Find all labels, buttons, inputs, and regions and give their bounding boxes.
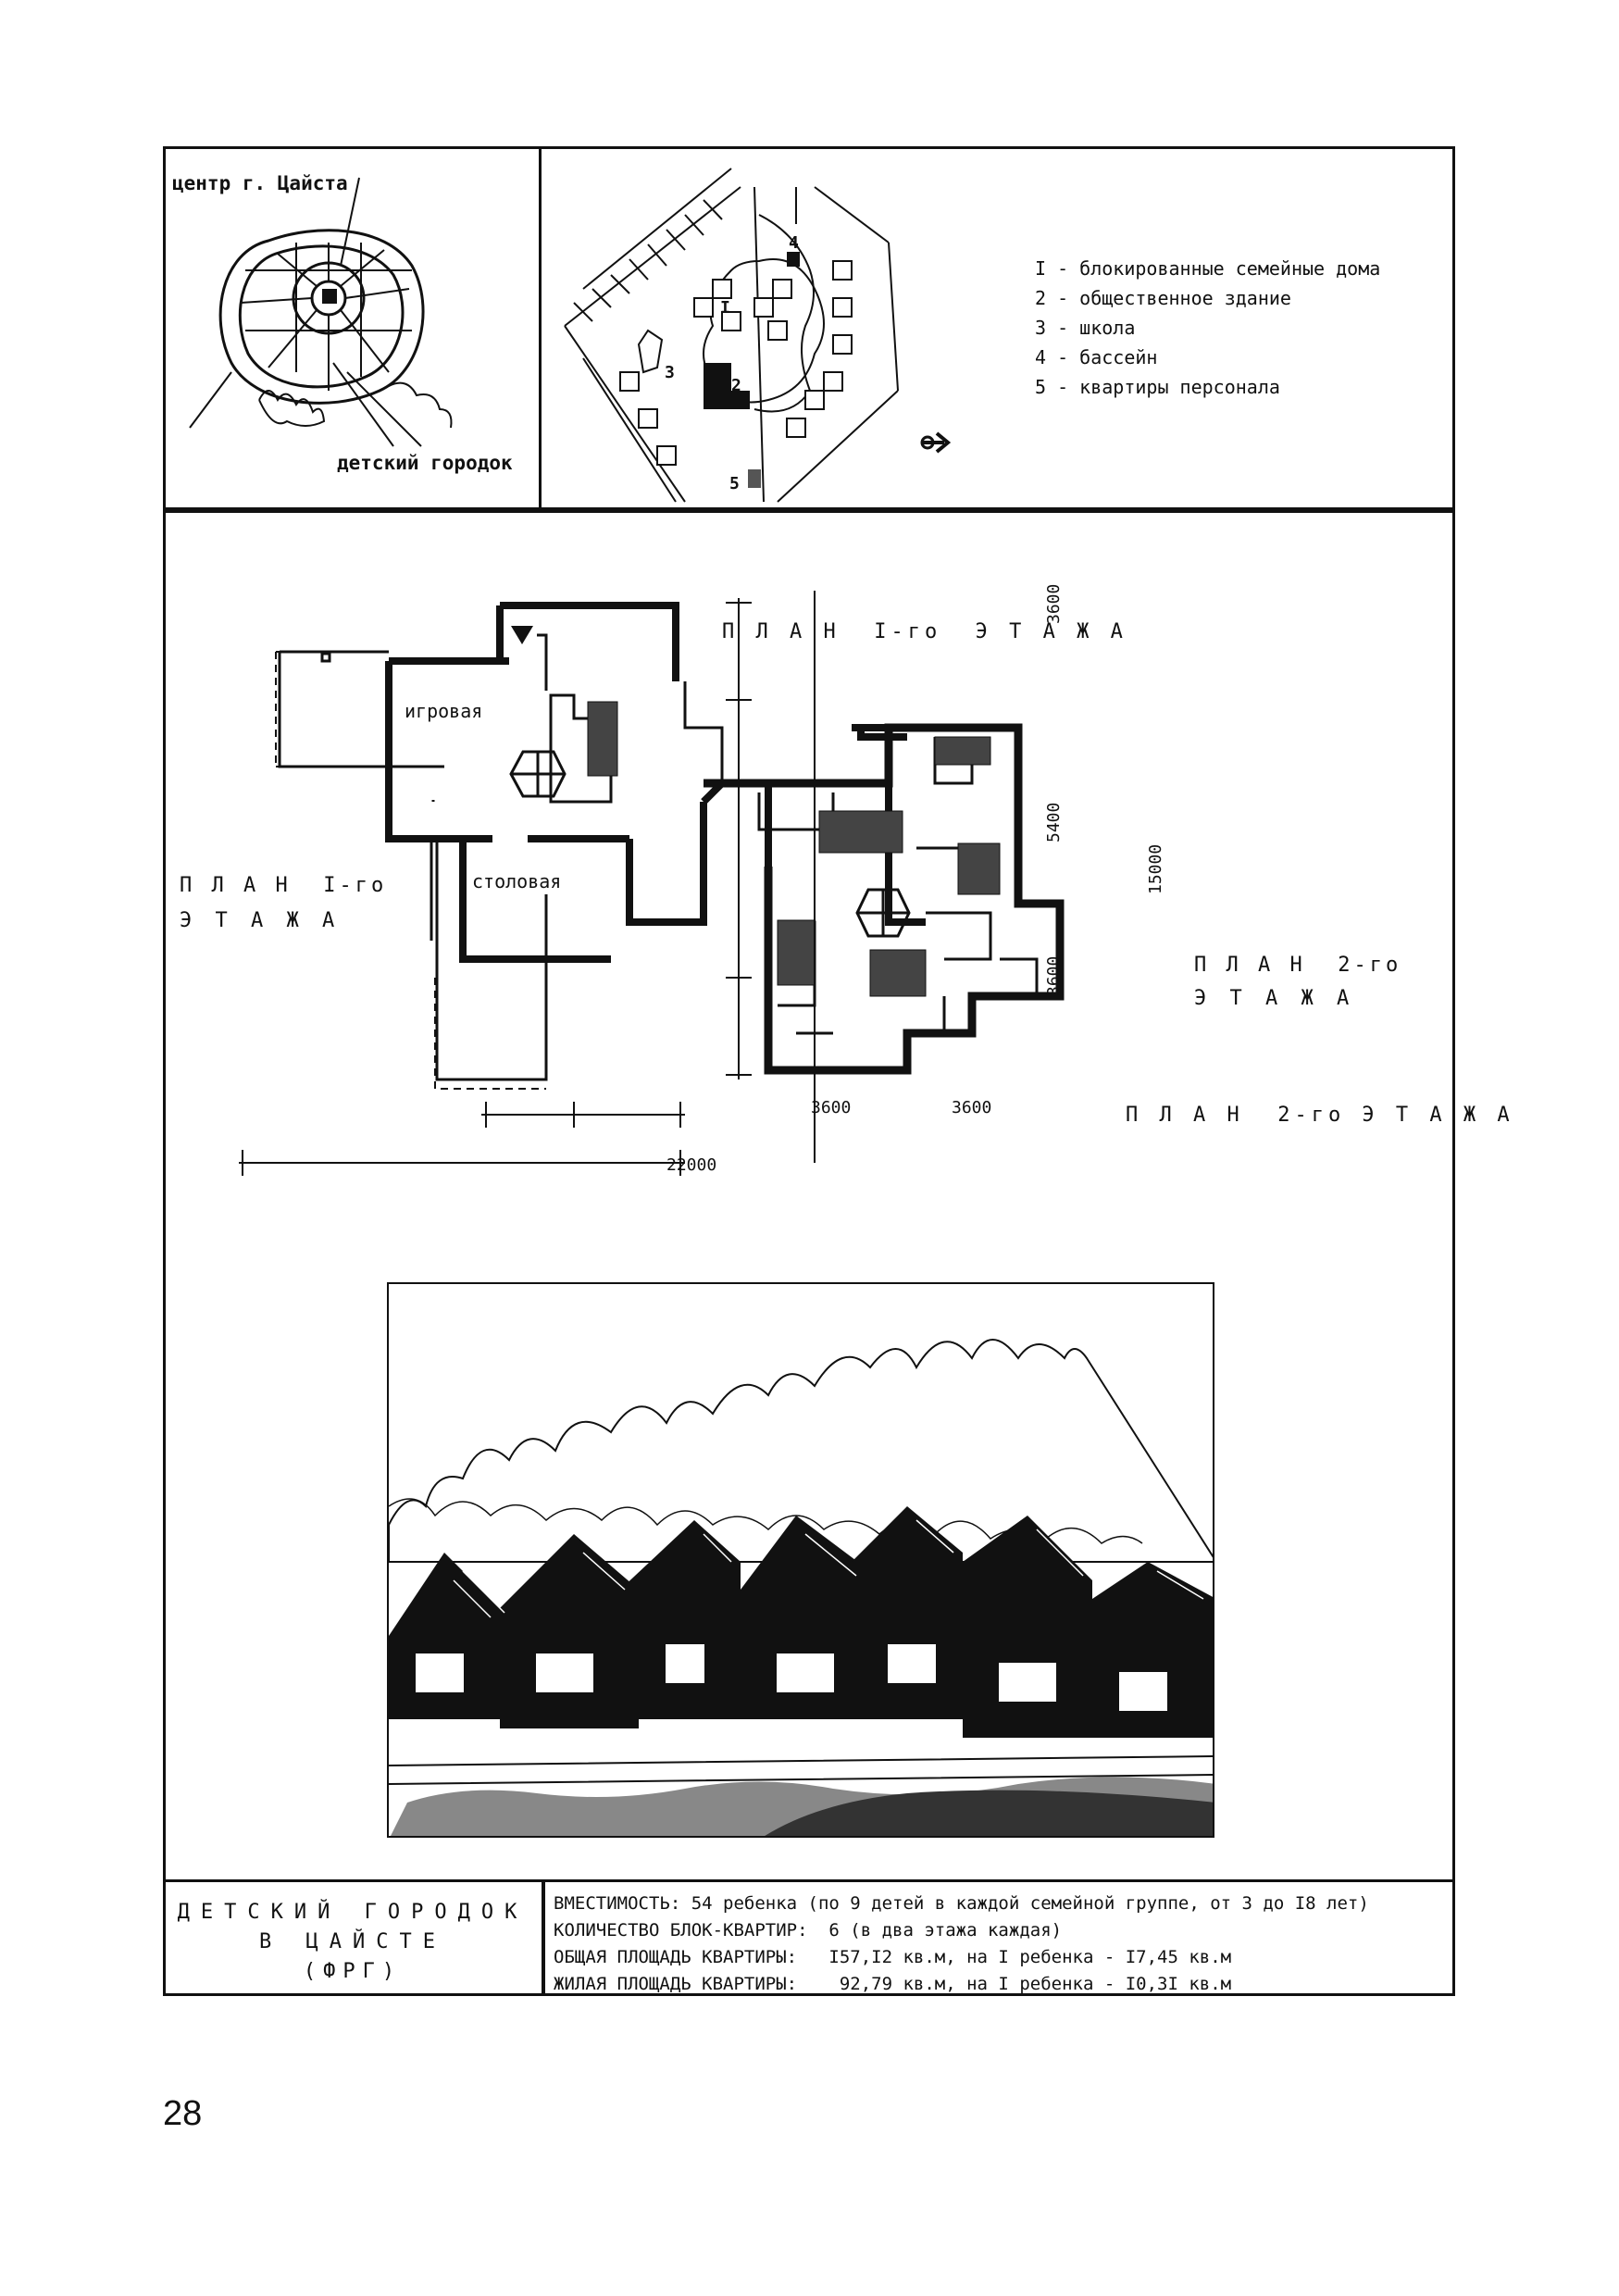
project-title-line1: ДЕТСКИЙ ГОРОДОК xyxy=(177,1901,529,1924)
city-map-drawing xyxy=(189,177,453,447)
project-specs: ВМЕСТИМОСТЬ: 54 ребенка (по 9 детей в ка… xyxy=(554,1890,1451,1998)
site-legend: I - блокированные семейные дома 2 - обще… xyxy=(1035,254,1380,402)
plan-title-bottom: П Л А Н 2-го Э Т А Ж А xyxy=(1126,1104,1514,1127)
dim-5400: 5400 xyxy=(1044,802,1064,842)
site-marker-4: 4 xyxy=(789,233,799,253)
plan-title-left-line1: П Л А Н I-го xyxy=(180,874,388,897)
legend-item-3: 3 - школа xyxy=(1035,317,1136,339)
site-marker-1: I xyxy=(720,298,730,318)
dim-3600-mid: 3600 xyxy=(1044,955,1064,996)
dim-15000: 15000 xyxy=(1146,843,1165,894)
city-center-label: центр г. Цайста xyxy=(172,172,348,194)
project-title-line2: В ЦАЙСТЕ xyxy=(259,1930,446,1953)
top-section-divider xyxy=(163,507,1455,513)
village-sketch xyxy=(387,1282,1214,1838)
spec-total-area: ОБЩАЯ ПЛОЩАДЬ КВАРТИРЫ: I57,I2 кв.м, на … xyxy=(554,1947,1232,1967)
plan-title-top: П Л А Н I-го Э Т А Ж А xyxy=(722,620,1127,643)
project-title-line3: (ФРГ) xyxy=(303,1960,403,1983)
info-vertical-divider xyxy=(542,1879,545,1996)
children-village-label: детский городок xyxy=(337,452,513,474)
dim-3600-b: 3600 xyxy=(952,1098,992,1117)
plan-title-right-line2: Э Т А Ж А xyxy=(1194,987,1355,1010)
legend-item-1: I - блокированные семейные дома xyxy=(1035,257,1381,280)
legend-item-5: 5 - квартиры персонала xyxy=(1035,376,1280,398)
floor-plan-drawing xyxy=(239,591,1065,1176)
spec-living-area: ЖИЛАЯ ПЛОЩАДЬ КВАРТИРЫ: 92,79 кв.м, на I… xyxy=(554,1974,1232,1994)
site-marker-3: 3 xyxy=(665,363,675,382)
site-plan-drawing: I 2 3 4 5 xyxy=(564,168,899,503)
page-frame xyxy=(163,146,1455,1996)
spec-capacity: ВМЕСТИМОСТЬ: 54 ребенка (по 9 детей в ка… xyxy=(554,1893,1369,1914)
site-marker-5: 5 xyxy=(729,474,740,493)
site-plan: I 2 3 4 5 I - блокированные семейные дом… xyxy=(546,150,1453,505)
north-arrow-icon xyxy=(920,431,952,454)
location-map: центр г. Цайста детский городок xyxy=(167,150,537,505)
room-dining-label: столовая xyxy=(472,870,562,892)
legend-item-2: 2 - общественное здание xyxy=(1035,287,1291,309)
dim-22000: 22000 xyxy=(666,1155,717,1175)
page-number: 28 xyxy=(163,2094,203,2133)
project-title: ДЕТСКИЙ ГОРОДОК В ЦАЙСТЕ (ФРГ) xyxy=(167,1898,539,1987)
spec-units: КОЛИЧЕСТВО БЛОК-КВАРТИР: 6 (в два этажа … xyxy=(554,1920,1063,1940)
plan-title-left-line2: Э Т А Ж А xyxy=(180,909,341,932)
plan-title-right-line1: П Л А Н 2-го xyxy=(1194,954,1402,977)
legend-item-4: 4 - бассейн xyxy=(1035,346,1158,368)
info-section-divider xyxy=(163,1879,1455,1882)
site-marker-2: 2 xyxy=(731,376,741,395)
floor-plan-section: П Л А Н I-го Э Т А Ж А П Л А Н I-го Э Т … xyxy=(167,515,1510,1237)
room-play-label: игровая xyxy=(405,700,483,722)
dim-3600-a: 3600 xyxy=(811,1098,852,1117)
top-section-vertical-divider xyxy=(539,146,542,509)
dim-3600-top: 3600 xyxy=(1044,583,1064,624)
village-sketch-drawing xyxy=(389,1339,1213,1836)
